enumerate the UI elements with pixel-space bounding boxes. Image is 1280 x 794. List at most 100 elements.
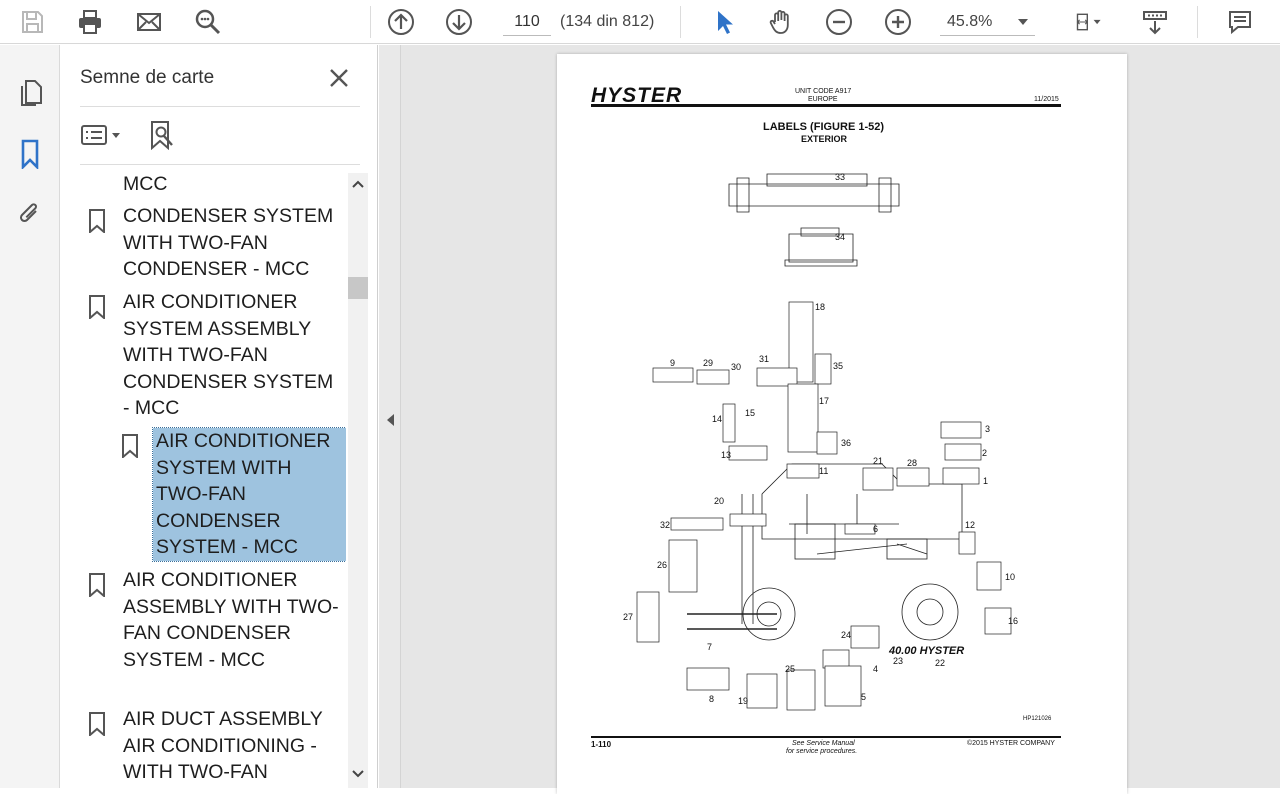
svg-text:1: 1 xyxy=(983,476,988,486)
svg-text:34: 34 xyxy=(835,232,845,242)
copyright: ©2015 HYSTER COMPANY xyxy=(967,740,1055,747)
svg-text:15: 15 xyxy=(745,408,755,418)
revision-date: 11/2015 xyxy=(1034,96,1059,103)
svg-text:19: 19 xyxy=(738,696,748,706)
figure-subtitle: EXTERIOR xyxy=(801,134,848,144)
svg-text:17: 17 xyxy=(819,396,829,406)
zoom-value: 45.8% xyxy=(947,13,993,30)
svg-text:30: 30 xyxy=(731,362,741,372)
bookmark-scrollbar[interactable] xyxy=(348,173,368,788)
svg-text:9: 9 xyxy=(670,358,675,368)
bookmark-label: AIR CONDITIONER ASSEMBLY WITH TWO-FAN CO… xyxy=(123,569,339,671)
next-page-icon[interactable] xyxy=(441,4,477,40)
zoom-out-icon[interactable] xyxy=(821,4,857,40)
chevron-down-icon xyxy=(1018,19,1028,25)
scroll-thumb[interactable] xyxy=(348,277,368,299)
svg-text:31: 31 xyxy=(759,354,769,364)
bookmark-icon xyxy=(122,434,138,458)
unit-code: UNIT CODE A917 xyxy=(795,88,852,95)
svg-text:22: 22 xyxy=(935,658,945,668)
print-icon[interactable] xyxy=(72,4,108,40)
find-bookmark-button[interactable] xyxy=(148,117,178,153)
svg-text:28: 28 xyxy=(907,458,917,468)
collapse-panel-button[interactable] xyxy=(379,45,401,788)
panel-divider xyxy=(80,106,360,107)
bookmark-item-selected[interactable]: AIR CONDITIONER SYSTEM WITH TWO-FAN COND… xyxy=(122,427,346,562)
bookmark-label: MCC xyxy=(123,173,168,195)
bookmark-icon xyxy=(89,573,105,597)
fit-page-icon[interactable] xyxy=(1064,4,1112,40)
svg-text:8: 8 xyxy=(709,694,714,704)
bookmark-icon xyxy=(89,712,105,736)
figure-title: LABELS (FIGURE 1-52) xyxy=(763,121,885,133)
region: EUROPE xyxy=(808,96,838,103)
close-icon[interactable] xyxy=(326,65,352,91)
bookmark-search-icon xyxy=(151,121,173,150)
bookmark-item[interactable]: AIR CONDITIONER ASSEMBLY WITH TWO-FAN CO… xyxy=(89,567,346,673)
bookmarks-panel: Semne de carte MCC CONDENSER SYSTEM WITH… xyxy=(60,45,378,788)
zoom-in-icon[interactable] xyxy=(880,4,916,40)
svg-text:12: 12 xyxy=(965,520,975,530)
header-rule xyxy=(591,104,1061,107)
list-options-icon xyxy=(81,125,120,145)
search-zoom-icon[interactable] xyxy=(190,4,226,40)
scroll-up-icon[interactable] xyxy=(348,173,368,195)
page-count: (134 din 812) xyxy=(560,13,655,30)
svg-text:3: 3 xyxy=(985,424,990,434)
bookmark-icon xyxy=(89,209,105,233)
svg-text:21: 21 xyxy=(873,456,883,466)
svg-text:32: 32 xyxy=(660,520,670,530)
select-cursor-icon[interactable] xyxy=(705,4,741,40)
svg-text:7: 7 xyxy=(707,642,712,652)
toolbar-separator xyxy=(370,6,371,38)
svg-text:2: 2 xyxy=(982,448,987,458)
hand-icon[interactable] xyxy=(763,4,799,40)
top-toolbar: (134 din 812) 45.8% xyxy=(0,0,1280,44)
email-icon[interactable] xyxy=(131,4,167,40)
footer-note: for service procedures. xyxy=(786,748,858,755)
svg-text:14: 14 xyxy=(712,414,722,424)
panel-divider xyxy=(80,164,360,165)
svg-text:29: 29 xyxy=(703,358,713,368)
page-number: 1-110 xyxy=(591,740,612,749)
footer-note: See Service Manual xyxy=(792,740,855,747)
comment-icon[interactable] xyxy=(1222,4,1258,40)
svg-text:24: 24 xyxy=(841,630,851,640)
document-view[interactable]: HYSTER UNIT CODE A917 EUROPE 11/2015 LAB… xyxy=(379,45,1280,794)
bookmark-label: AIR DUCT ASSEMBLY AIR CONDITIONING - WIT… xyxy=(123,708,323,784)
pages-icon[interactable] xyxy=(12,75,48,111)
bookmark-list: MCC CONDENSER SYSTEM WITH TWO-FAN CONDEN… xyxy=(60,171,346,788)
bookmark-item[interactable]: MCC xyxy=(120,171,346,198)
svg-text:35: 35 xyxy=(833,361,843,371)
svg-text:36: 36 xyxy=(841,438,851,448)
model-label: 40.00 HYSTER xyxy=(888,645,964,657)
svg-text:10: 10 xyxy=(1005,572,1015,582)
svg-text:4: 4 xyxy=(873,664,878,674)
options-menu-button[interactable] xyxy=(80,117,126,153)
bookmark-item[interactable]: AIR CONDITIONER SYSTEM ASSEMBLY WITH TWO… xyxy=(89,289,346,422)
scroll-down-icon[interactable] xyxy=(348,763,368,785)
bookmark-label: CONDENSER SYSTEM WITH TWO-FAN CONDENSER … xyxy=(123,205,334,281)
pdf-page: HYSTER UNIT CODE A917 EUROPE 11/2015 LAB… xyxy=(557,54,1127,794)
brand-logo: HYSTER xyxy=(591,84,683,107)
bookmark-icon xyxy=(89,295,105,319)
svg-text:20: 20 xyxy=(714,496,724,506)
scroll-mode-icon[interactable] xyxy=(1137,4,1173,40)
bookmark-icon[interactable] xyxy=(12,136,48,172)
save-icon[interactable] xyxy=(14,4,50,40)
bookmark-item[interactable]: CONDENSER SYSTEM WITH TWO-FAN CONDENSER … xyxy=(89,203,346,283)
svg-text:13: 13 xyxy=(721,450,731,460)
toolbar-separator xyxy=(680,6,681,38)
page-number-input[interactable] xyxy=(503,8,551,36)
svg-text:18: 18 xyxy=(815,302,825,312)
toolbar-separator xyxy=(1197,6,1198,38)
svg-text:27: 27 xyxy=(623,612,633,622)
prev-page-icon[interactable] xyxy=(383,4,419,40)
svg-text:6: 6 xyxy=(873,524,878,534)
zoom-dropdown[interactable]: 45.8% xyxy=(940,8,1035,36)
collapse-arrow-icon xyxy=(387,414,394,426)
svg-text:16: 16 xyxy=(1008,616,1018,626)
footer-rule xyxy=(591,736,1061,738)
attachment-icon[interactable] xyxy=(12,196,48,232)
bookmark-item[interactable]: AIR DUCT ASSEMBLY AIR CONDITIONING - WIT… xyxy=(89,706,346,786)
